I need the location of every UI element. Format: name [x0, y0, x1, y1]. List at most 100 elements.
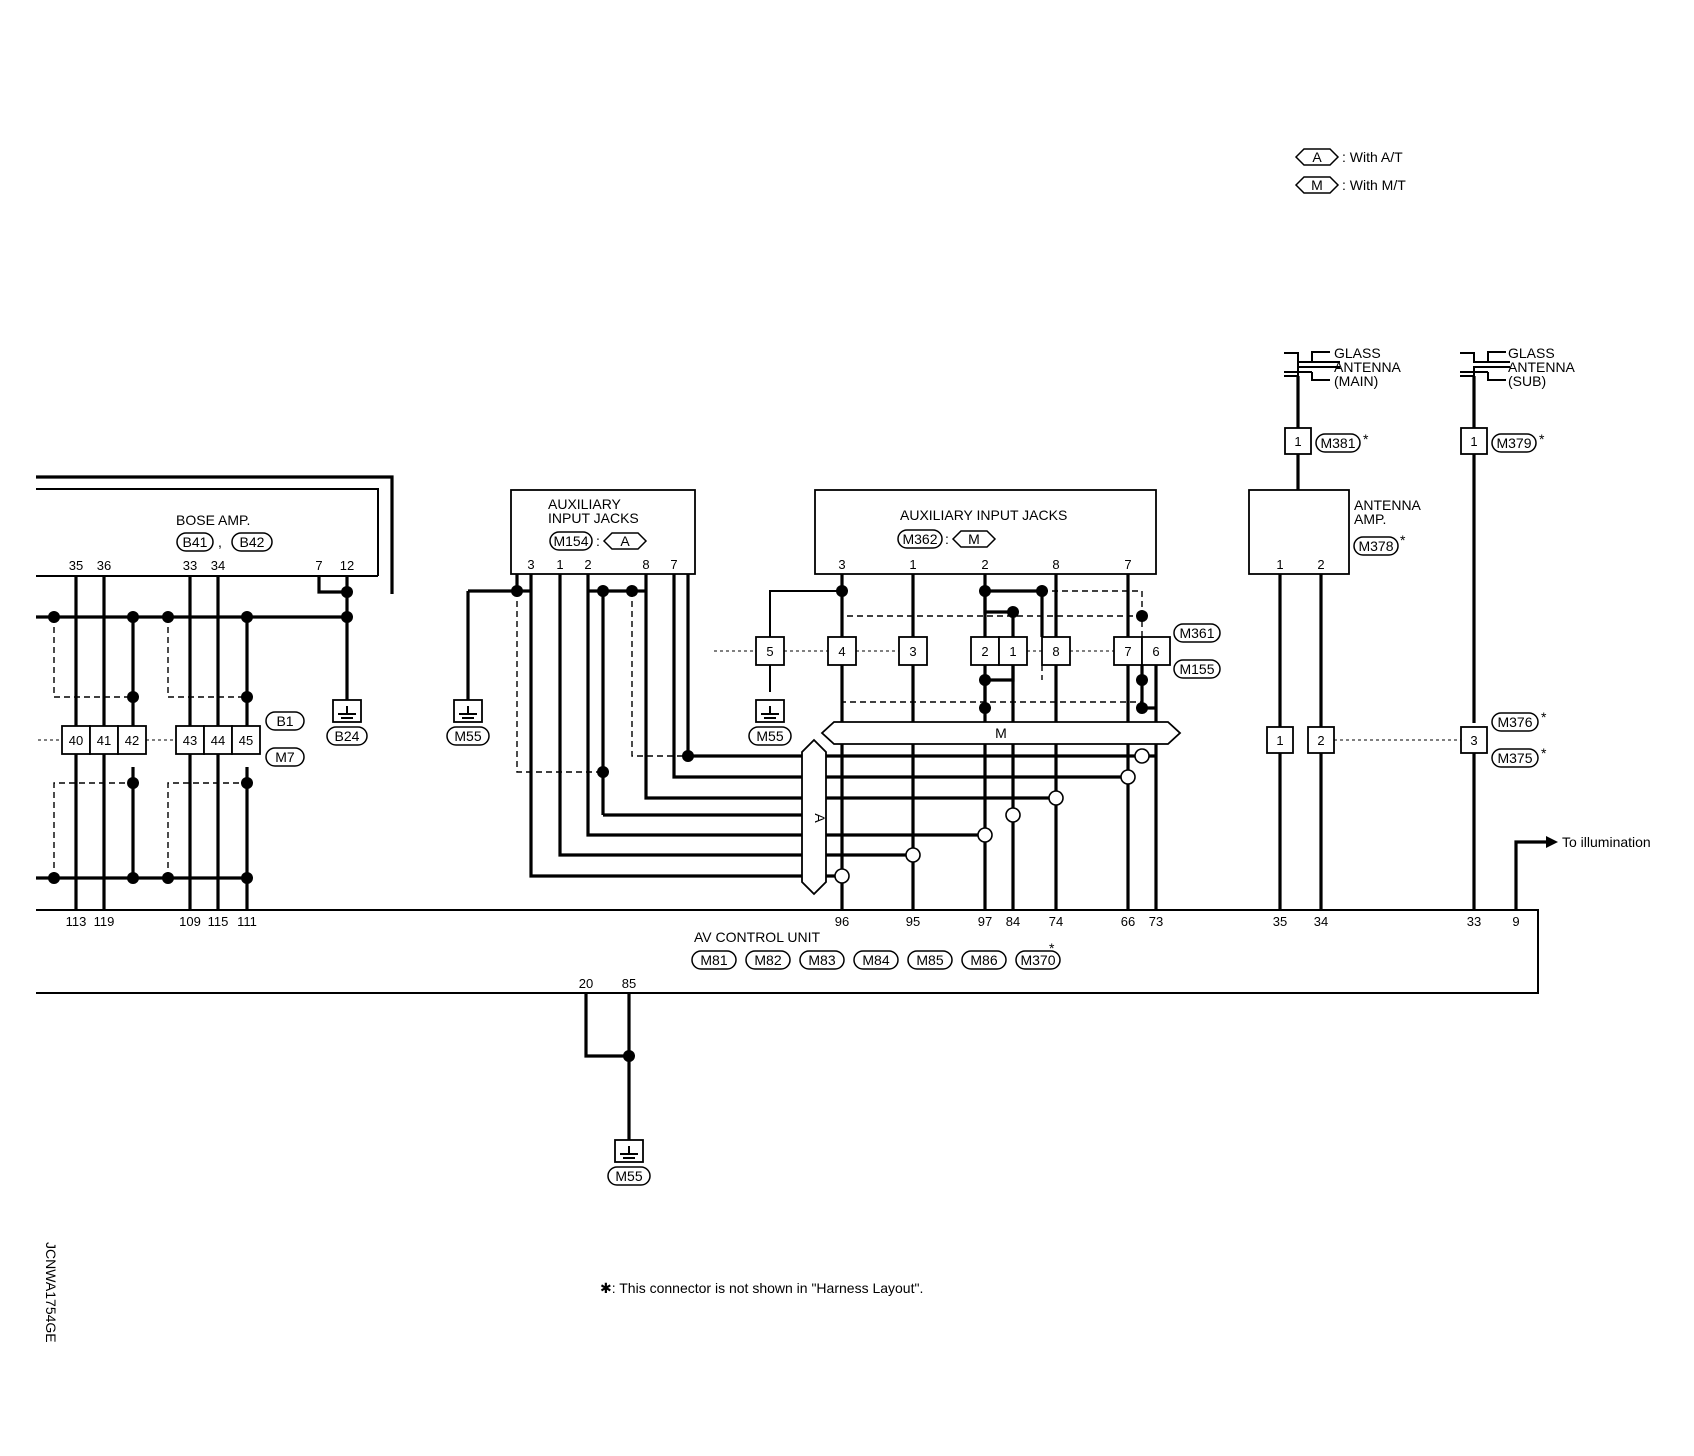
branch-a-label: A [812, 813, 828, 823]
aux-mt-pin: 7 [1124, 557, 1131, 572]
av-connector-m84: M84 [862, 952, 889, 968]
av-top-pin: 109 [179, 914, 201, 929]
av-control-unit: AV CONTROL UNIT M81 M82 M83 M84 M85 M86 … [36, 909, 1539, 994]
aux-mt-pin: 3 [838, 557, 845, 572]
legend-mt-text: : With M/T [1342, 177, 1406, 193]
bose-pin: 7 [315, 558, 322, 573]
aux-mt-variant: M [968, 531, 980, 547]
legend-at-text: : With A/T [1342, 149, 1403, 165]
av-top-pin: 33 [1467, 914, 1481, 929]
aux-at-label-1: AUXILIARY [548, 496, 622, 512]
joint-pin: 41 [97, 733, 111, 748]
aux-at-connector: M154 [553, 533, 588, 549]
bose-pin: 35 [69, 558, 83, 573]
ground-b24-label: B24 [335, 728, 360, 744]
ground-m55-bottom-label: M55 [615, 1168, 642, 1184]
antenna-joint-pin: 1 [1276, 733, 1283, 748]
av-top-pin: 113 [66, 914, 87, 929]
bose-pin: 34 [211, 558, 225, 573]
glass-sub-label-1: GLASS [1508, 345, 1555, 361]
branch-m-label: M [995, 725, 1007, 741]
glass-antenna-sub: GLASS ANTENNA (SUB) 1 M379 * [1460, 345, 1576, 723]
joint-connector-b1: B1 [276, 713, 293, 729]
bose-amp: BOSE AMP. B41 , B42 35 36 33 34 7 12 [36, 475, 394, 594]
antenna-amp-label-1: ANTENNA [1354, 497, 1422, 513]
av-top-pin: 96 [835, 914, 849, 929]
av-top-pin: 119 [94, 914, 115, 929]
illumination-label: To illumination [1562, 834, 1651, 850]
av-top-pin: 73 [1149, 914, 1163, 929]
mid-joint-pin: 1 [1009, 644, 1016, 659]
av-connector-m81: M81 [700, 952, 727, 968]
bose-amp-label: BOSE AMP. [176, 512, 250, 528]
av-connector-m83: M83 [808, 952, 835, 968]
aux-mt-connector: M362 [902, 531, 937, 547]
antenna-joint-asterisk: * [1541, 745, 1547, 761]
glass-sub-pin: 1 [1470, 434, 1477, 449]
ground-m55-bottom: M55 [584, 993, 651, 1186]
av-connector-m85: M85 [916, 952, 943, 968]
mid-joint-pin: 4 [838, 644, 845, 659]
aux-mt-pin: 8 [1052, 557, 1059, 572]
glass-main-asterisk: * [1363, 431, 1369, 447]
mid-joint-connector-m155: M155 [1179, 661, 1214, 677]
to-illumination: To illumination [1514, 834, 1651, 910]
joint-pin: 40 [69, 733, 83, 748]
legend-mt-code: M [1311, 177, 1323, 193]
glass-main-label-3: (MAIN) [1334, 373, 1378, 389]
mid-joint-pin: 8 [1052, 644, 1059, 659]
mid-joint-pin: 6 [1152, 644, 1159, 659]
antenna-joint-connector-m376: M376 [1497, 714, 1532, 730]
ground-m55-at: M55 [446, 699, 490, 746]
legend-at-code: A [1312, 149, 1322, 165]
antenna-joint-asterisk: * [1541, 709, 1547, 725]
av-top-pin: 66 [1121, 914, 1135, 929]
antenna-amp-pin: 2 [1317, 557, 1324, 572]
av-bottom-pin: 20 [579, 976, 593, 991]
aux-mt-pin: 2 [981, 557, 988, 572]
mid-joint-pin: 2 [981, 644, 988, 659]
av-top-pin: 9 [1512, 914, 1519, 929]
antenna-joint-connector-m375: M375 [1497, 750, 1532, 766]
svg-text:,: , [218, 534, 222, 550]
glass-sub-label-2: ANTENNA [1508, 359, 1576, 375]
mid-joint-connector-m361: M361 [1179, 625, 1214, 641]
av-top-pin: 97 [978, 914, 992, 929]
av-top-pin: 74 [1049, 914, 1063, 929]
ground-m55-mt-label: M55 [756, 728, 783, 744]
glass-main-pin: 1 [1294, 434, 1301, 449]
bose-pin: 12 [340, 558, 354, 573]
aux-at-pin: 8 [642, 557, 649, 572]
aux-mt-pin: 1 [909, 557, 916, 572]
bose-connector-b41: B41 [183, 534, 208, 550]
av-connector-m370: M370 [1020, 952, 1055, 968]
av-connector-m86: M86 [970, 952, 997, 968]
aux-at-pin: 2 [584, 557, 591, 572]
bose-pin: 33 [183, 558, 197, 573]
joint-connector-m7: M7 [275, 749, 295, 765]
antenna-joint: 1 2 3 M376 * M375 * [1266, 709, 1547, 910]
antenna-amp-label-2: AMP. [1354, 511, 1386, 527]
ground-b24: B24 [326, 699, 368, 746]
av-control-unit-label: AV CONTROL UNIT [694, 929, 820, 945]
joint-pin: 44 [211, 733, 225, 748]
mid-joint-pin: 3 [909, 644, 916, 659]
av-top-pin: 95 [906, 914, 920, 929]
av-connector-m82: M82 [754, 952, 781, 968]
mid-joint-pin: 5 [766, 644, 773, 659]
aux-at-pin: 7 [670, 557, 677, 572]
mid-joint-connector: 5 4 3 2 1 8 7 6 M361 M155 [714, 574, 1221, 692]
bose-connector-b42: B42 [240, 534, 265, 550]
ground-m55-label: M55 [454, 728, 481, 744]
glass-main-label-2: ANTENNA [1334, 359, 1402, 375]
joint-connector-b1-m7: 40 41 42 43 44 45 B1 M7 [61, 711, 305, 767]
antenna-amp-connector: M378 [1358, 538, 1393, 554]
joint-pin: 45 [239, 733, 253, 748]
mid-joint-pin: 7 [1124, 644, 1131, 659]
bose-pin: 36 [97, 558, 111, 573]
antenna-amp: ANTENNA AMP. M378 * 1 2 [1248, 489, 1422, 910]
aux-at-label-2: INPUT JACKS [548, 510, 639, 526]
glass-main-label-1: GLASS [1334, 345, 1381, 361]
mid-joint-lower-wiring [834, 665, 1158, 910]
